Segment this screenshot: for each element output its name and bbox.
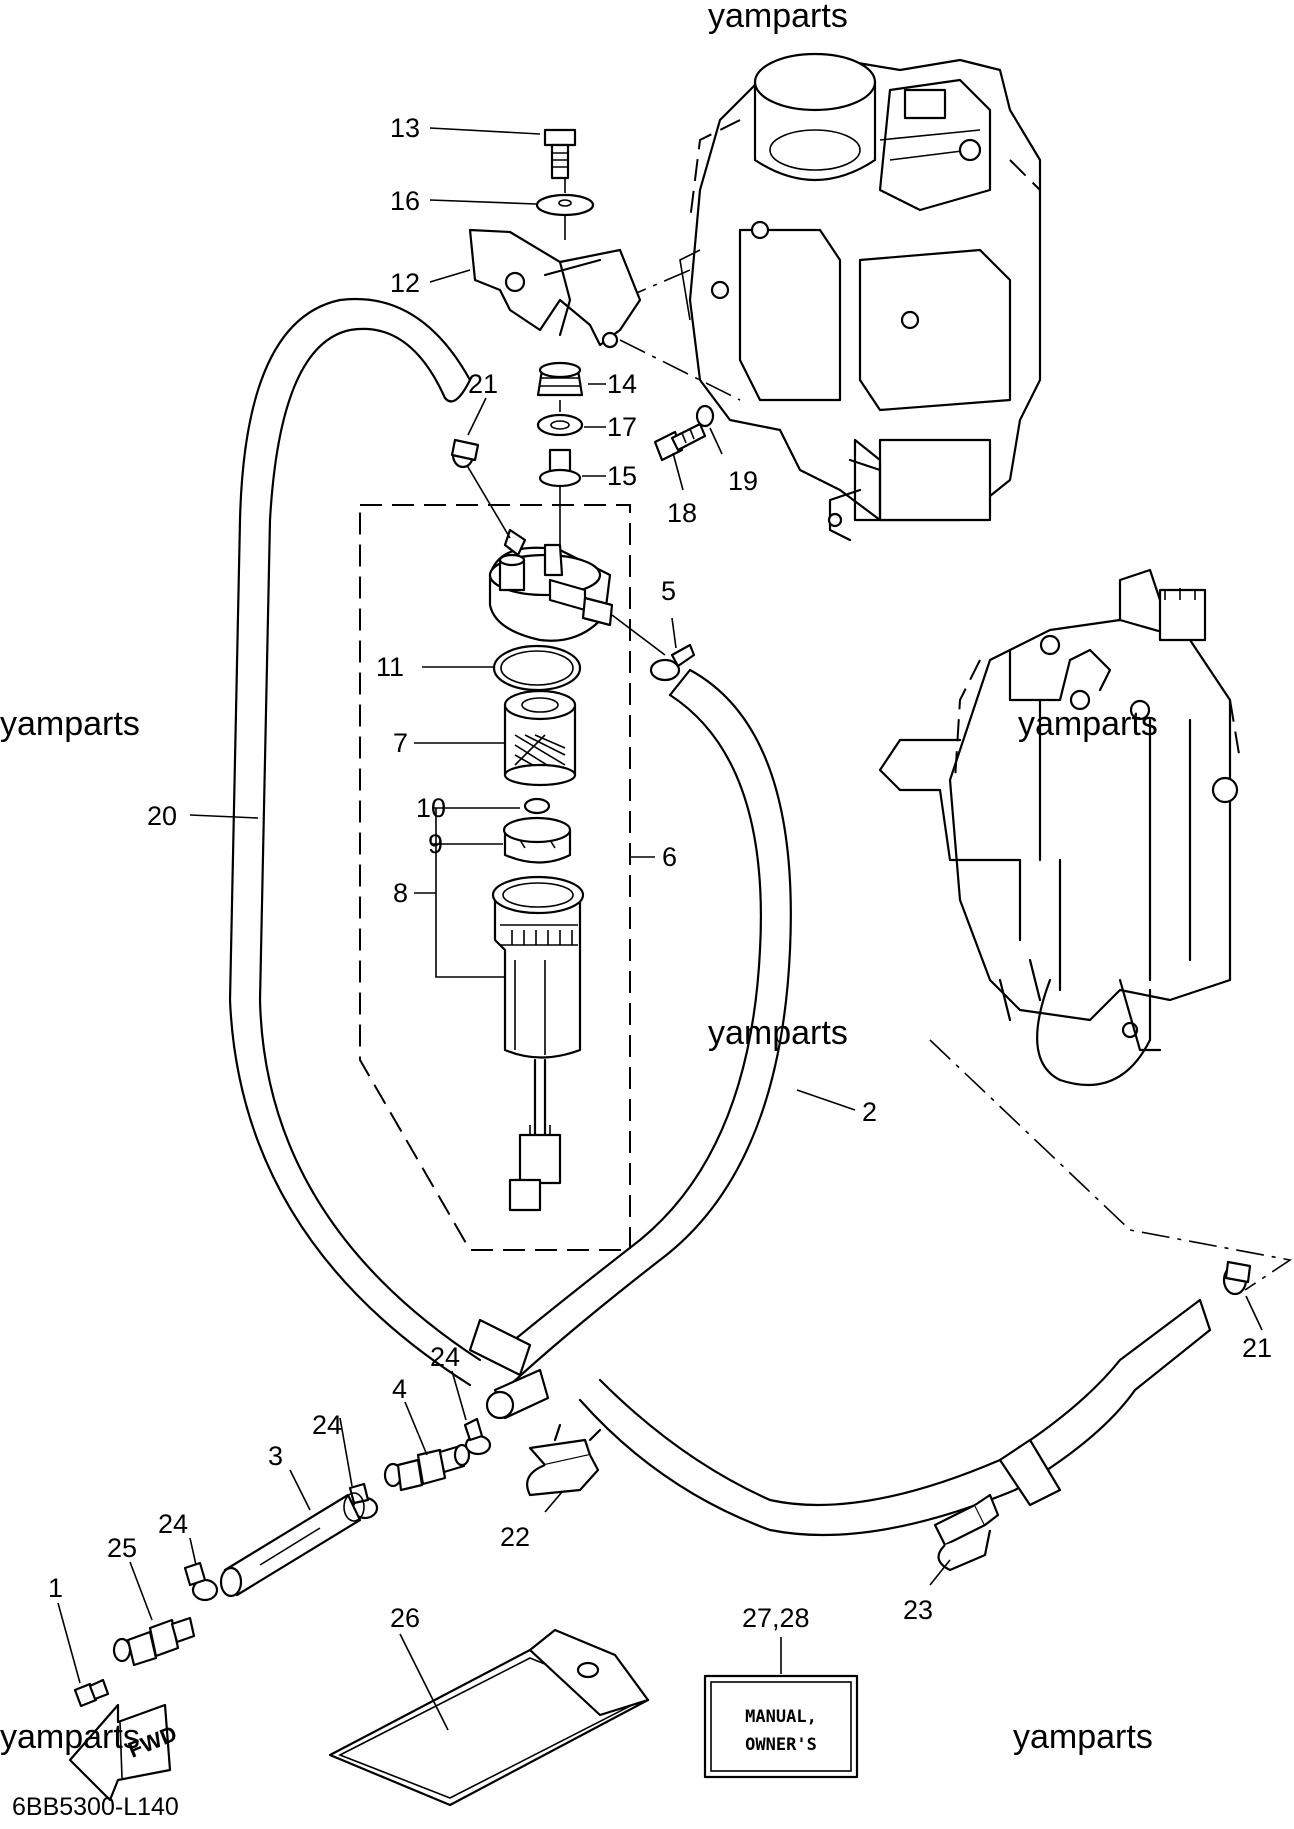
callout-14: 14	[607, 369, 637, 399]
callout-21-lower: 21	[1242, 1333, 1272, 1363]
callout-20: 20	[147, 801, 177, 831]
callout-15: 15	[607, 461, 637, 491]
callout-3: 3	[268, 1441, 283, 1471]
callout-1: 1	[48, 1573, 63, 1603]
callout-16: 16	[390, 186, 420, 216]
leader-line-separator-to-clip	[929, 1039, 1293, 1291]
vapor-separator-assembly	[878, 568, 1241, 1087]
tool-bag-26	[328, 1628, 650, 1807]
clamp-24-right	[463, 1417, 492, 1456]
callout-26: 26	[390, 1603, 420, 1633]
owners-manual-27-28: MANUAL, OWNER'S	[703, 1674, 859, 1779]
callout-24-left: 24	[158, 1509, 188, 1539]
callout-23: 23	[903, 1595, 933, 1625]
callout-2: 2	[862, 1097, 877, 1127]
callout-21-upper: 21	[468, 369, 498, 399]
callout-24-right: 24	[430, 1342, 460, 1372]
callout-19: 19	[728, 466, 758, 496]
bolt-18	[653, 422, 707, 462]
callout-25: 25	[107, 1533, 137, 1563]
clamp-24-middle	[348, 1482, 379, 1520]
washer-19	[695, 404, 715, 428]
watermark-center: yamparts	[708, 1014, 848, 1052]
callout-13: 13	[390, 113, 420, 143]
callout-12: 12	[390, 268, 420, 298]
callout-11: 11	[376, 652, 404, 682]
pipe-3	[219, 1492, 365, 1598]
hose-sleeve	[468, 1318, 532, 1377]
fuel-hose-2	[488, 668, 792, 1387]
callout-9: 9	[428, 829, 443, 859]
callout-24-middle: 24	[312, 1410, 342, 1440]
watermark-bottom-left: yamparts	[0, 1718, 140, 1756]
watermark-top: yamparts	[708, 0, 848, 35]
o-ring-11	[492, 644, 582, 692]
callout-5: 5	[661, 576, 676, 606]
bracket-12	[468, 228, 642, 349]
watermark-bottom-right: yamparts	[1013, 1718, 1153, 1756]
sensor-connector	[508, 1058, 562, 1212]
watermark-right: yamparts	[1018, 705, 1158, 743]
hose-holder-23	[933, 1493, 1000, 1572]
callout-27-28: 27,28	[742, 1603, 810, 1633]
joint-25	[112, 1616, 196, 1667]
fwd-arrow-icon: FWD	[68, 1703, 180, 1802]
filter-assembly-boundary	[359, 504, 631, 1251]
clamp-5	[649, 643, 696, 682]
washer-16	[535, 193, 595, 217]
washer-17	[536, 413, 584, 437]
diagram-code: 6BB5300-L140	[12, 1793, 179, 1821]
filter-head	[488, 528, 614, 642]
collar-15	[538, 448, 582, 488]
clip-21-upper	[450, 438, 480, 469]
filter-element-7	[503, 689, 577, 787]
callout-22: 22	[500, 1522, 530, 1552]
fuel-hose-20	[228, 297, 482, 1387]
joint-4	[383, 1443, 471, 1492]
filter-cup-8	[491, 875, 585, 1059]
callout-leaders	[57, 127, 1263, 1731]
engine-block-upper	[679, 52, 1042, 542]
bolt-13	[543, 128, 577, 180]
bolt-1	[73, 1678, 110, 1708]
hose-holder-22	[526, 1423, 602, 1497]
clamp-24-left	[183, 1561, 219, 1602]
callout-4: 4	[392, 1374, 407, 1404]
callout-10-label: 10	[416, 793, 446, 823]
callout-7: 7	[393, 728, 408, 758]
manual-line-1: MANUAL,	[745, 1707, 817, 1727]
float-9	[502, 816, 572, 864]
clip-21-lower	[1222, 1260, 1252, 1296]
watermark-left: yamparts	[0, 705, 140, 743]
clip-10	[523, 797, 551, 815]
manual-line-2: OWNER'S	[745, 1735, 817, 1755]
callout-17: 17	[607, 412, 637, 442]
callout-8: 8	[393, 878, 408, 908]
hose-end	[485, 1390, 515, 1420]
fuel-hose-right	[578, 1298, 1212, 1537]
callout-18: 18	[667, 498, 697, 528]
grommet-14	[536, 361, 584, 397]
callout-6: 6	[662, 842, 677, 872]
